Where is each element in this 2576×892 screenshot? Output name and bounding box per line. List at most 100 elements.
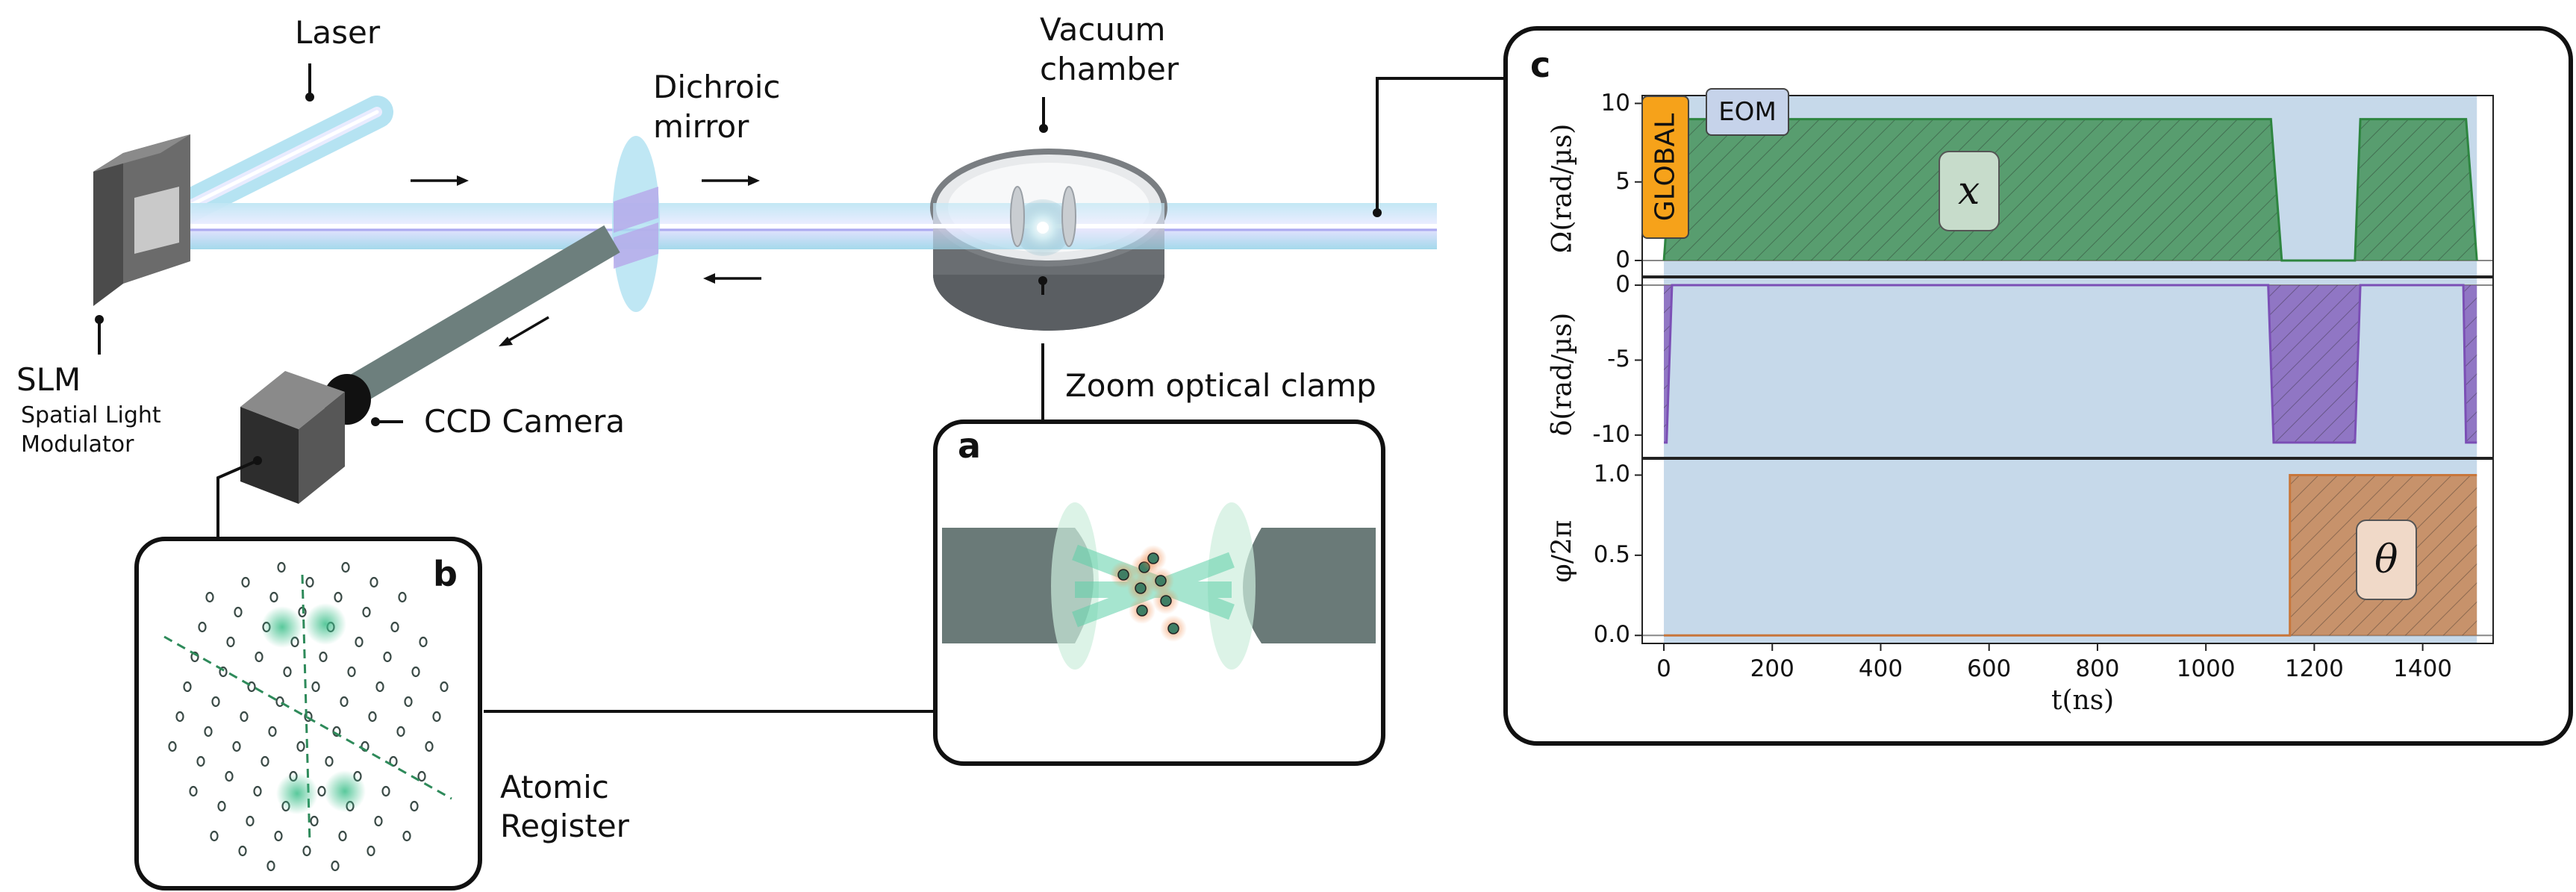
label-ccd-camera: CCD Camera xyxy=(424,403,626,440)
lattice-site xyxy=(296,740,305,752)
waveform-symbol-omega: x xyxy=(1938,151,2000,232)
label-slm-line2: Modulator xyxy=(21,431,134,458)
lattice-site xyxy=(311,681,320,693)
label-vacuum-line2: chamber xyxy=(1040,51,1179,87)
lattice-site xyxy=(396,726,405,737)
lattice-site xyxy=(196,755,205,767)
camera-beam xyxy=(350,225,620,402)
lattice-site xyxy=(261,755,269,767)
vacuum-chamber xyxy=(930,149,1167,331)
panel-label-a: a xyxy=(958,425,982,466)
x-tick-label: 0 xyxy=(1656,655,1671,682)
waveform-symbol-phase: θ xyxy=(2355,520,2417,601)
lattice-site xyxy=(219,666,228,678)
label-zoom-clamp: Zoom optical clamp xyxy=(1065,367,1376,404)
label-dichroic-line1: Dichroic xyxy=(653,69,781,105)
lattice-site xyxy=(269,591,278,603)
lattice-site xyxy=(305,576,314,588)
x-tick-label: 1000 xyxy=(2176,655,2236,682)
lattice-site xyxy=(277,561,286,573)
lattice-site xyxy=(274,830,283,842)
panel-b-inset xyxy=(134,537,482,891)
pulse-sequence-chart xyxy=(1635,95,2494,651)
lattice-site xyxy=(319,651,328,663)
dichroic-mirror xyxy=(612,136,660,312)
waveform-line-delta xyxy=(1664,284,2477,444)
lattice-site xyxy=(404,696,413,708)
lattice-site xyxy=(425,740,434,752)
lattice-site xyxy=(402,830,411,842)
x-tick-label: 1400 xyxy=(2393,655,2453,682)
lattice-site xyxy=(390,621,399,633)
lattice-site xyxy=(226,636,235,648)
lattice-site xyxy=(234,606,243,618)
waveform-hatch-delta xyxy=(1664,285,2477,443)
y-tick-label: 0.0 xyxy=(1593,621,1630,649)
lattice-site xyxy=(355,636,364,648)
lattice-site xyxy=(310,815,319,827)
lattice-site xyxy=(340,696,349,708)
y-tick-label: -5 xyxy=(1607,346,1630,373)
lattice-site xyxy=(325,755,334,767)
lattice-site xyxy=(331,860,340,872)
label-slm: SLM xyxy=(16,361,81,398)
lattice-site xyxy=(332,726,341,737)
lattice-site xyxy=(204,726,213,737)
lattice-site xyxy=(190,651,199,663)
lattice-site xyxy=(374,815,383,827)
lattice-site xyxy=(275,696,284,708)
y-tick-label: 1.0 xyxy=(1593,461,1630,488)
lattice-site xyxy=(266,860,275,872)
y-tick-label: -10 xyxy=(1592,420,1630,448)
label-dichroic-line2: mirror xyxy=(653,108,749,145)
y-tick-label: 0.5 xyxy=(1593,540,1630,568)
label-atomic-line2: Register xyxy=(500,808,629,844)
lattice-site xyxy=(381,785,390,797)
slm-device xyxy=(93,134,190,306)
global-channel-text: GLOBAL xyxy=(1650,113,1681,222)
lattice-site xyxy=(375,681,384,693)
lattice-site xyxy=(302,845,311,857)
waveform-hatch-omega xyxy=(1664,119,2477,261)
waveform-line-phase xyxy=(1664,473,2477,637)
y-tick-label: 10 xyxy=(1600,89,1630,116)
lattice-site xyxy=(210,830,219,842)
ccd-camera xyxy=(240,371,371,504)
x-tick-label: 400 xyxy=(1858,655,1903,682)
lattice-site xyxy=(389,755,398,767)
lattice-site xyxy=(247,681,256,693)
label-vacuum-line1: Vacuum xyxy=(1040,11,1166,48)
waveform-hatch-phase xyxy=(1664,475,2477,636)
lattice-site xyxy=(183,681,192,693)
lattice-site xyxy=(304,711,313,723)
lattice-site xyxy=(367,845,375,857)
label-slm-line1: Spatial Light xyxy=(21,402,161,428)
lattice-site xyxy=(217,800,226,812)
lattice-site xyxy=(369,576,378,588)
lattice-site xyxy=(419,636,428,648)
panel-label-b: b xyxy=(433,554,458,594)
lattice-site xyxy=(232,740,241,752)
lattice-site xyxy=(341,561,350,573)
lattice-site xyxy=(398,591,407,603)
y-axis-label-omega: Ω(rad/µs) xyxy=(1547,123,1578,254)
lattice-site xyxy=(362,606,371,618)
beam-direction-arrows xyxy=(411,175,761,346)
lattice-site xyxy=(410,800,419,812)
x-tick-label: 800 xyxy=(2075,655,2120,682)
panel-label-c: c xyxy=(1530,45,1551,85)
lattice-site xyxy=(268,726,277,737)
lattice-site xyxy=(205,591,214,603)
lattice-site xyxy=(383,651,392,663)
panel-a-inset xyxy=(933,420,1385,766)
lattice-site xyxy=(440,681,449,693)
lattice-site xyxy=(168,740,177,752)
lattice-site xyxy=(198,621,207,633)
lattice-site xyxy=(253,785,262,797)
axes-frame-delta xyxy=(1641,277,2494,458)
eom-badge: EOM xyxy=(1706,88,1789,136)
y-axis-label-delta: δ(rad/µs) xyxy=(1547,312,1578,437)
lattice-site xyxy=(368,711,377,723)
axes-frame-phase xyxy=(1641,458,2494,644)
